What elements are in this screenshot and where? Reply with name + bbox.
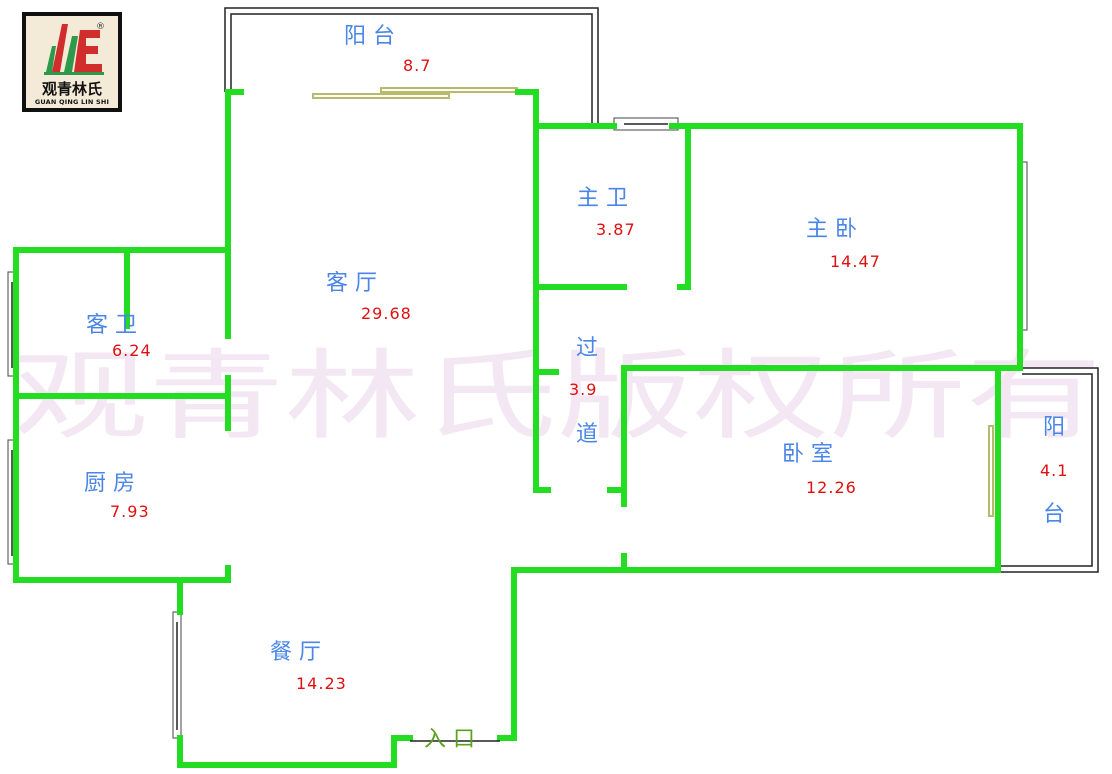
window-dining xyxy=(172,611,182,739)
kitchen-area: 7.93 xyxy=(110,502,150,521)
balcony-top-area: 8.7 xyxy=(403,56,431,75)
company-logo: ® 观青林氏 GUAN QING LIN SHI xyxy=(22,12,122,112)
balcony-right-outline xyxy=(998,367,1099,573)
master-bedroom-area: 14.47 xyxy=(830,252,881,271)
balcony-right-label-1: 阳 xyxy=(1043,415,1065,440)
master-bath-label: 主 卫 xyxy=(577,186,628,211)
corridor-label-1: 过 xyxy=(576,336,598,361)
living-room-label: 客 厅 xyxy=(326,271,377,296)
entrance-label: 入 口 xyxy=(424,727,475,752)
sliding-door-balcony-top xyxy=(312,87,518,99)
master-bedroom-label: 主 卧 xyxy=(806,217,857,242)
dining-room-label: 餐 厅 xyxy=(270,640,321,665)
registered-mark: ® xyxy=(96,22,105,32)
guest-bath-label: 客 卫 xyxy=(86,313,137,338)
logo-name-cn: 观青林氏 xyxy=(41,80,102,98)
balcony-top-outline xyxy=(224,7,599,125)
logo-emblem-icon xyxy=(44,24,104,75)
balcony-top-label: 阳 台 xyxy=(344,24,395,49)
bedroom-label: 卧 室 xyxy=(782,442,833,467)
window-master-bath xyxy=(613,117,679,131)
walls xyxy=(13,89,1023,768)
corridor-label-2: 道 xyxy=(576,422,598,447)
balcony-right-area: 4.1 xyxy=(1040,461,1068,480)
bedroom-area: 12.26 xyxy=(806,478,857,497)
balcony-right-label-2: 台 xyxy=(1043,502,1065,527)
kitchen-label: 厨 房 xyxy=(84,471,135,496)
living-room-area: 29.68 xyxy=(361,304,412,323)
corridor-area: 3.9 xyxy=(569,380,597,399)
master-bath-area: 3.87 xyxy=(596,220,636,239)
dining-room-area: 14.23 xyxy=(296,674,347,693)
guest-bath-area: 6.24 xyxy=(112,341,152,360)
logo-name-en: GUAN QING LIN SHI xyxy=(34,98,110,106)
